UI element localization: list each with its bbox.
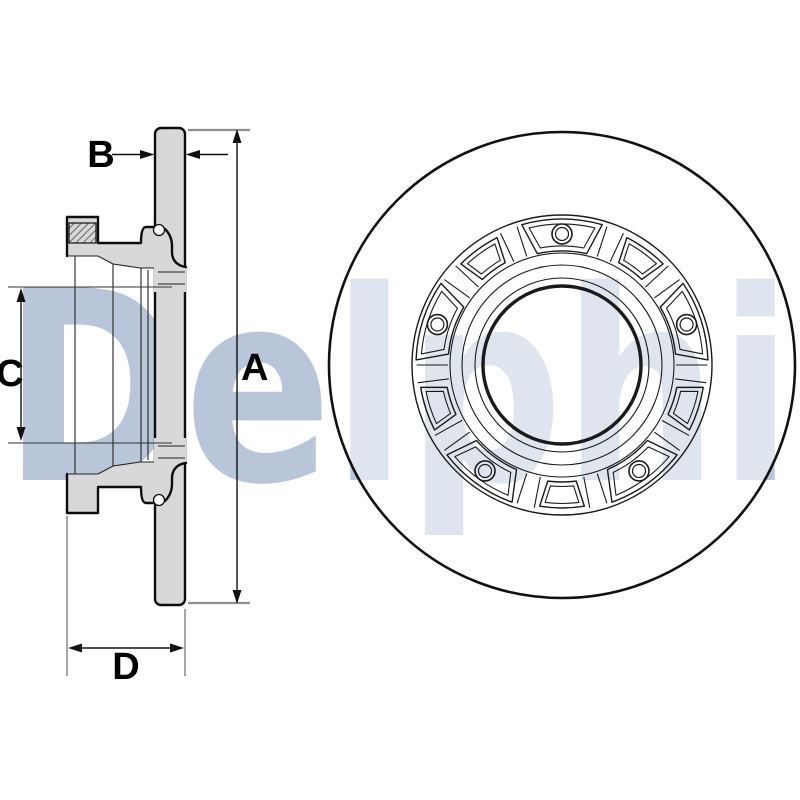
front-view xyxy=(327,130,797,600)
valley-line xyxy=(661,419,690,436)
valley-line xyxy=(444,431,470,451)
hub-pocket-wide-inset xyxy=(528,223,596,249)
valley-line xyxy=(434,419,463,436)
label-d: D xyxy=(112,646,139,688)
bolt-hole xyxy=(474,460,496,482)
valley-line xyxy=(533,476,541,508)
hub-pocket-plain xyxy=(538,480,586,509)
extension-lines xyxy=(8,128,250,676)
hub-pocket-plain-inset xyxy=(544,485,580,505)
center-bore xyxy=(481,284,643,446)
dimension-c-line xyxy=(16,288,26,441)
hub-pocket-plain xyxy=(460,236,506,281)
hub-pocket-plain-inset xyxy=(672,390,699,425)
hub-pocket-wide-inset xyxy=(612,446,670,496)
dimension-arrows xyxy=(16,129,242,653)
hub-pocket-wide xyxy=(606,439,678,503)
valley-line xyxy=(596,473,608,504)
hub-pocket-wide xyxy=(415,282,465,361)
dimension-b-arrows xyxy=(112,150,228,159)
hub-pocket-plain-inset xyxy=(623,243,658,275)
hub-pocket-plain-inset xyxy=(466,243,501,275)
valley-line xyxy=(583,476,591,508)
hub-web-outline xyxy=(163,227,188,269)
bolt-hole-inner xyxy=(679,317,694,332)
valley-line xyxy=(675,378,707,384)
hub-pocket-wide-inset xyxy=(454,446,512,496)
valley-line xyxy=(516,226,528,257)
valley-line xyxy=(444,279,470,299)
bolt-hole xyxy=(426,313,449,336)
dimension-d-line xyxy=(68,643,184,653)
hub-pocket-wide xyxy=(446,439,518,503)
label-a: A xyxy=(241,347,268,389)
valley-line xyxy=(596,226,608,257)
valley-line xyxy=(645,265,669,288)
hub-pocket-wide xyxy=(521,218,603,255)
hub-pocket-plain-inset xyxy=(425,390,452,425)
label-b: B xyxy=(87,134,114,176)
dimension-a-line xyxy=(232,129,242,604)
valley-line xyxy=(500,233,515,262)
label-c: C xyxy=(0,353,24,395)
valley-line xyxy=(455,265,479,288)
section-view xyxy=(65,126,188,607)
dimension-labels: B C A D xyxy=(0,134,268,688)
valley-line xyxy=(516,473,528,504)
hub-pocket-wide xyxy=(659,282,709,361)
brake-band-section xyxy=(153,126,187,607)
bolt-hole-inner xyxy=(631,463,647,479)
hub-pocket-plain xyxy=(667,386,704,431)
bolt-hole-inner xyxy=(477,463,493,479)
bolt-hole-inner xyxy=(554,226,570,242)
hub-flange-fill xyxy=(67,217,186,292)
valley-line xyxy=(654,431,680,451)
pilot-chamfer-circle xyxy=(474,277,650,453)
hub-flange-circle xyxy=(411,214,713,516)
hub-flange-outline xyxy=(65,215,155,258)
hub-ring-inner-circle xyxy=(461,264,663,466)
hub-features xyxy=(415,218,709,509)
hub-flange-section xyxy=(65,215,188,292)
valley-line xyxy=(609,233,624,262)
hub-ring-outer-circle xyxy=(449,252,675,478)
bolt-hole-inner xyxy=(430,317,445,332)
hatch-block xyxy=(68,222,97,244)
hub-pocket-wide-inset xyxy=(666,290,704,355)
outer-disc-circle xyxy=(327,130,797,600)
hub-pocket-plain xyxy=(420,386,457,431)
bore-interior-lines xyxy=(74,256,185,474)
valley-line xyxy=(654,279,680,299)
bolt-hole xyxy=(551,223,573,245)
bolt-hole xyxy=(628,460,650,482)
valley-line xyxy=(417,378,449,384)
hub-pocket-wide-inset xyxy=(420,290,458,355)
bolt-hole xyxy=(675,313,698,336)
centering-notch xyxy=(152,223,166,237)
hub-pocket-plain xyxy=(618,236,664,281)
